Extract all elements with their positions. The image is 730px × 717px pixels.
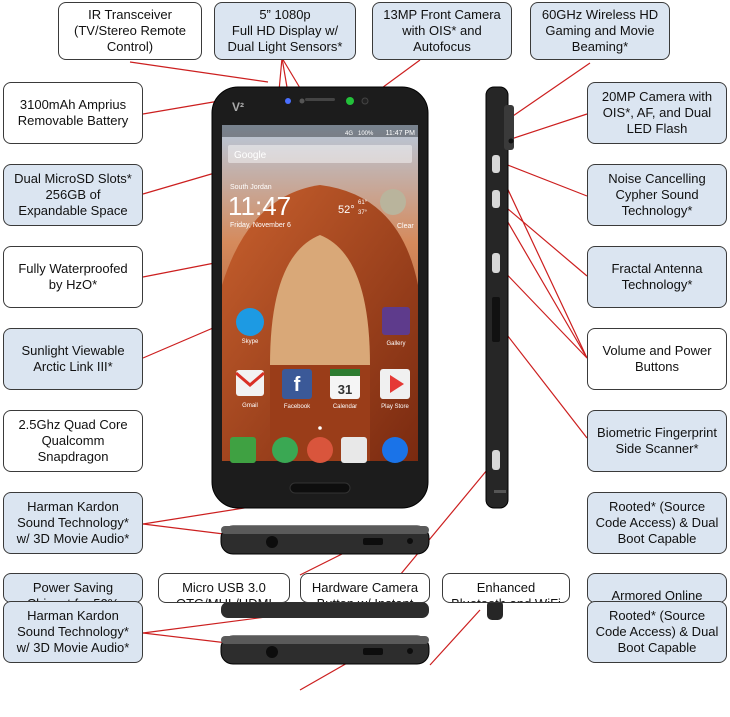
- leader-volume-a: [494, 161, 588, 359]
- weather-low: 37°: [358, 210, 368, 216]
- callout-harman-kardon-2: Harman Kardon Sound Technology* w/ 3D Mo…: [3, 601, 143, 663]
- phone-bottom-2: [220, 635, 430, 665]
- callout-waterproof: Fully Waterproofed by HzO*: [3, 246, 143, 308]
- usb-port-icon: [363, 648, 383, 655]
- headphone-jack-icon: [266, 646, 278, 658]
- app-label-gallery: Gallery: [386, 341, 405, 347]
- callout-power-saving: Power Saving Chipset for 50%: [3, 573, 143, 603]
- callout-fingerprint: Biometric Fingerprint Side Scanner*: [587, 410, 727, 472]
- clock-time: 11:47: [228, 191, 291, 221]
- callout-noise-cancelling: Noise Cancelling Cypher Sound Technology…: [587, 164, 727, 226]
- callout-wireless-hd: 60GHz Wireless HD Gaming and Movie Beami…: [530, 2, 670, 60]
- callout-front-camera: 13MP Front Camera with OIS* and Autofocu…: [372, 2, 512, 60]
- svg-text:f: f: [294, 374, 301, 396]
- browser-icon: [382, 437, 408, 463]
- app-label-gmail: Gmail: [242, 403, 258, 409]
- maps-icon: [341, 437, 367, 463]
- callout-harman-kardon: Harman Kardon Sound Technology* w/ 3D Mo…: [3, 492, 143, 554]
- phone-side-bottom: [487, 600, 503, 620]
- callout-display: 5” 1080p Full HD Display w/ Dual Light S…: [214, 2, 356, 60]
- leader-volume-b: [494, 199, 588, 359]
- moon-icon: [380, 189, 406, 215]
- leader-volume-c: [494, 261, 588, 359]
- callout-rooted: Rooted* (Source Code Access) & Dual Boot…: [587, 492, 727, 554]
- rear-camera-bump: [504, 105, 514, 150]
- phone-bottom-1: [220, 525, 430, 555]
- callout-hardware-camera: Hardware Camera Button w/ Instant: [300, 573, 430, 603]
- usb-port-icon: [363, 538, 383, 545]
- callout-bluetooth-wifi: Enhanced Bluetooth and WiFi: [442, 573, 570, 603]
- weather-high: 61°: [358, 200, 368, 206]
- calendar-icon: [330, 369, 360, 399]
- headphone-jack-icon: [266, 536, 278, 548]
- callout-volume-power: Volume and Power Buttons: [587, 328, 727, 390]
- callout-sunlight-display: Sunlight Viewable Arctic Link III*: [3, 328, 143, 390]
- phone-bottom-strip: [221, 602, 429, 618]
- earpiece-icon: [305, 98, 335, 101]
- clock-date: Friday, November 6: [230, 222, 291, 229]
- skype-icon: [236, 308, 264, 336]
- search-bar: [228, 145, 412, 163]
- volume-up-button: [492, 155, 500, 173]
- status-time: 11:47 PM: [386, 130, 416, 137]
- power-button: [492, 253, 500, 273]
- callout-armored: Armored Online: [587, 573, 727, 603]
- leader-noise: [494, 159, 588, 197]
- fingerprint-scanner: [492, 297, 500, 342]
- app-label-facebook: Facebook: [284, 404, 311, 410]
- leader-wireless: [509, 62, 591, 119]
- callout-processor: 2.5Ghz Quad Core Qualcomm Snapdragon: [3, 410, 143, 472]
- leader-microsd: [142, 169, 226, 195]
- weather-temp: 52°: [338, 204, 355, 216]
- home-button: [289, 482, 351, 494]
- callout-battery: 3100mAh Amprius Removable Battery: [3, 82, 143, 144]
- leader-hw-camera: [399, 457, 498, 576]
- callout-micro-usb: Micro USB 3.0 OTG/MHL/HDMI: [158, 573, 290, 603]
- gallery-icon: [382, 307, 410, 335]
- callout-ir-transceiver: IR Transceiver (TV/Stereo Remote Control…: [58, 2, 202, 60]
- phone-app-icon: [230, 437, 256, 463]
- leader-battery: [142, 99, 226, 115]
- app-label-skype: Skype: [242, 339, 259, 345]
- leader-bt-2: [429, 609, 481, 666]
- light-sensor-icon: [285, 98, 291, 104]
- status-battery: 100%: [358, 131, 374, 137]
- leader-fingerprint: [496, 321, 588, 439]
- app-label-calendar: Calendar: [333, 404, 357, 410]
- leader-display-b: [281, 57, 301, 89]
- weather-condition: Clear: [397, 223, 414, 230]
- callout-rooted-2: Rooted* (Source Code Access) & Dual Boot…: [587, 601, 727, 663]
- gmail-icon: [236, 370, 264, 396]
- camera-button: [492, 450, 500, 470]
- status-network: 4G: [345, 131, 353, 137]
- leader-ir: [129, 61, 269, 83]
- phone-side: [485, 86, 514, 509]
- volume-down-button: [492, 190, 500, 208]
- leader-rear-camera: [507, 113, 588, 141]
- phone-logo: V²: [232, 100, 244, 114]
- callout-rear-camera: 20MP Camera with OIS*, AF, and Dual LED …: [587, 82, 727, 144]
- facebook-icon: [282, 369, 312, 399]
- front-camera-icon: [346, 97, 354, 105]
- hangouts-icon: [272, 437, 298, 463]
- phone-front: V² 11:47 PM 4G 100% Google South Jordan …: [211, 86, 429, 509]
- clock-location: South Jordan: [230, 184, 272, 191]
- arch-opening: [270, 235, 370, 365]
- status-bar: [222, 125, 418, 137]
- leader-antenna: [494, 197, 588, 277]
- app-label-playstore: Play Store: [381, 404, 409, 410]
- callout-microsd: Dual MicroSD Slots* 256GB of Expandable …: [3, 164, 143, 226]
- search-label: Google: [234, 150, 267, 161]
- app-drawer-icon: [307, 437, 333, 463]
- callout-fractal-antenna: Fractal Antenna Technology*: [587, 246, 727, 308]
- calendar-day: 31: [338, 382, 352, 397]
